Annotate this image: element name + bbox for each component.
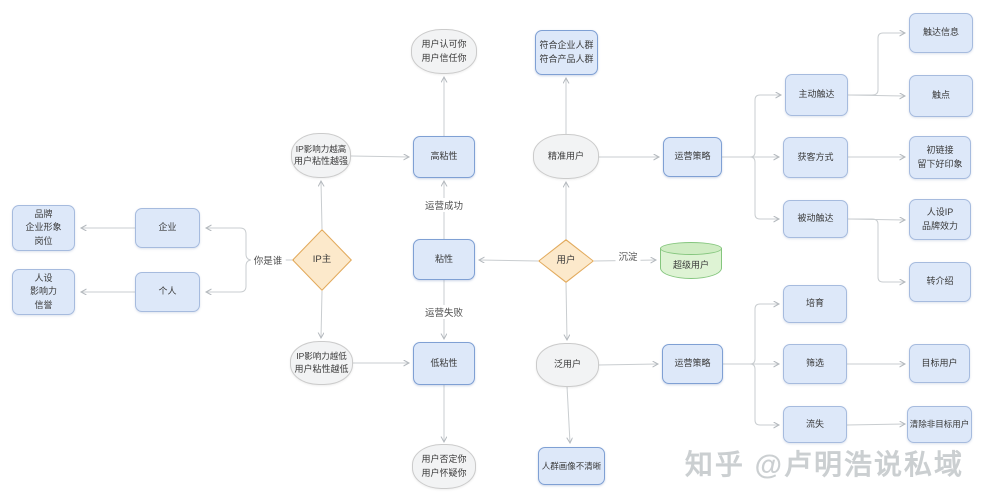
connector-path <box>723 304 779 365</box>
watermark: 知乎 @卢明浩说私域 <box>684 449 964 480</box>
connector-path <box>206 259 292 292</box>
connector-path <box>593 260 656 261</box>
connector-path <box>567 385 570 443</box>
connector-path <box>597 364 658 365</box>
connector-path <box>566 282 567 340</box>
connector-path <box>722 156 779 219</box>
connector-path <box>321 290 322 338</box>
connector-path <box>479 260 539 261</box>
connector-path <box>848 33 905 96</box>
connector-path <box>848 218 905 282</box>
connector-path <box>206 228 292 261</box>
connector-path <box>846 424 905 425</box>
connector-path <box>321 181 322 230</box>
connector-path <box>350 156 409 157</box>
connector-path <box>722 95 781 158</box>
connector-path <box>723 363 779 425</box>
